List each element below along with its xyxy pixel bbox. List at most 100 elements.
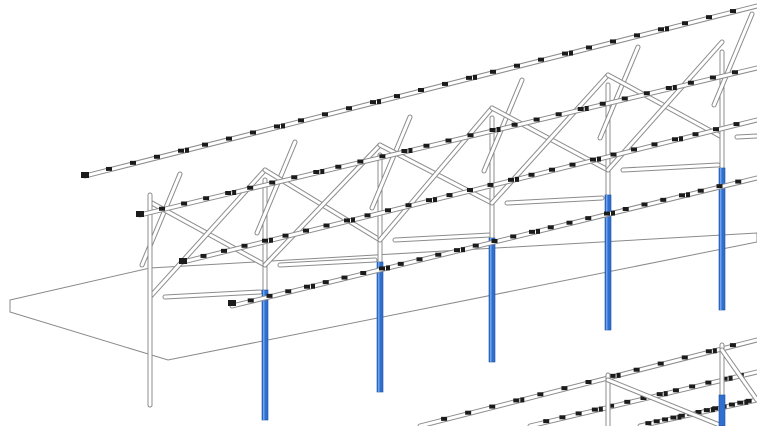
module-clamp [575,411,582,416]
module-clamp [250,130,256,135]
module-clamp [640,396,647,400]
pile-highlight [606,195,608,330]
module-clamp [491,239,498,243]
module-clamp [385,208,391,213]
module-clamp [269,180,276,185]
module-clamp [274,124,280,129]
module-clamp [705,349,712,354]
knee-brace [620,162,721,173]
module-clamp [692,132,699,137]
module-clamp [266,293,273,298]
module-clamp [678,413,685,418]
module-clamp [562,51,568,56]
module-clamp [130,160,136,165]
module-clamp [386,265,390,271]
row2-brace [719,347,757,403]
rafter [597,44,641,141]
row2-embedded-pile [718,394,726,426]
module-clamp [609,373,616,378]
module-clamp [435,252,442,257]
ground-slab [9,232,757,361]
module-clamp [681,355,688,360]
module-clamp [624,399,631,404]
rail-end-clamp [228,300,236,306]
module-clamp [226,136,232,141]
module-clamp [536,228,540,234]
module-clamp [454,248,460,253]
module-clamp [730,9,736,14]
module-clamp [566,220,573,225]
module-clamp [181,201,188,206]
module-clamp [322,112,328,117]
module-clamp [737,400,744,405]
knee-brace [162,289,263,300]
module-clamp [537,392,544,397]
module-clamp [515,176,519,182]
module-clamp [416,257,423,262]
module-clamp [569,162,576,167]
module-clamp [663,391,668,397]
module-clamp [622,207,629,211]
embedded-pile-1 [261,289,269,421]
module-clamp [533,117,540,122]
module-clamp [401,149,408,153]
second-row-racking [417,337,757,426]
module-clamp [585,380,592,384]
module-clamp [423,143,430,148]
module-clamp [597,156,601,162]
module-clamp [577,107,584,111]
module-clamp [303,228,309,233]
module-clamp [591,407,598,412]
module-clamp [555,112,562,117]
module-clamp [262,238,268,243]
module-clamp [472,243,479,248]
module-clamp [657,361,664,366]
module-clamp [728,402,735,407]
module-clamp [706,15,712,20]
module-clamp [590,157,596,162]
module-clamp [298,118,304,123]
pile-highlight [490,238,492,362]
module-clamp [232,190,237,195]
module-clamp [426,198,432,203]
module-clamp [731,70,738,75]
module-clamp [461,247,465,253]
module-clamp [728,375,733,381]
module-clamp [686,192,690,198]
module-clamp [616,372,621,378]
module-clamp [733,122,740,127]
module-clamp [496,127,501,132]
embedded-pile-3 [488,237,496,363]
module-clamp [466,75,472,80]
module-clamp [703,408,710,413]
support-frames [139,11,757,408]
module-clamp [689,384,696,389]
module-clamp [323,223,330,228]
diagonal-brace [377,105,495,243]
module-clamp [282,233,289,238]
module-clamp [441,416,448,421]
module-clamp [202,142,208,147]
module-clamp [735,179,742,184]
module-clamp [549,167,555,172]
rail-end-clamp [136,211,144,217]
module-clamp [672,137,678,142]
module-clamp [672,388,679,393]
module-clamp [660,197,667,202]
module-clamp [467,188,473,192]
module-clamp [621,96,628,101]
module-clamp [651,142,658,147]
module-clamp [351,217,355,223]
knee-brace [392,232,493,243]
module-clamp [528,172,535,177]
module-clamp [433,197,437,203]
module-clamp [377,99,381,105]
module-clamp [445,138,452,143]
module-clamp [721,376,728,381]
module-clamp [341,275,348,280]
support-frame-5 [597,39,725,235]
module-clamp [538,57,544,62]
module-clamp [357,159,364,164]
knee-brace [277,257,378,268]
module-clamp [611,210,615,216]
